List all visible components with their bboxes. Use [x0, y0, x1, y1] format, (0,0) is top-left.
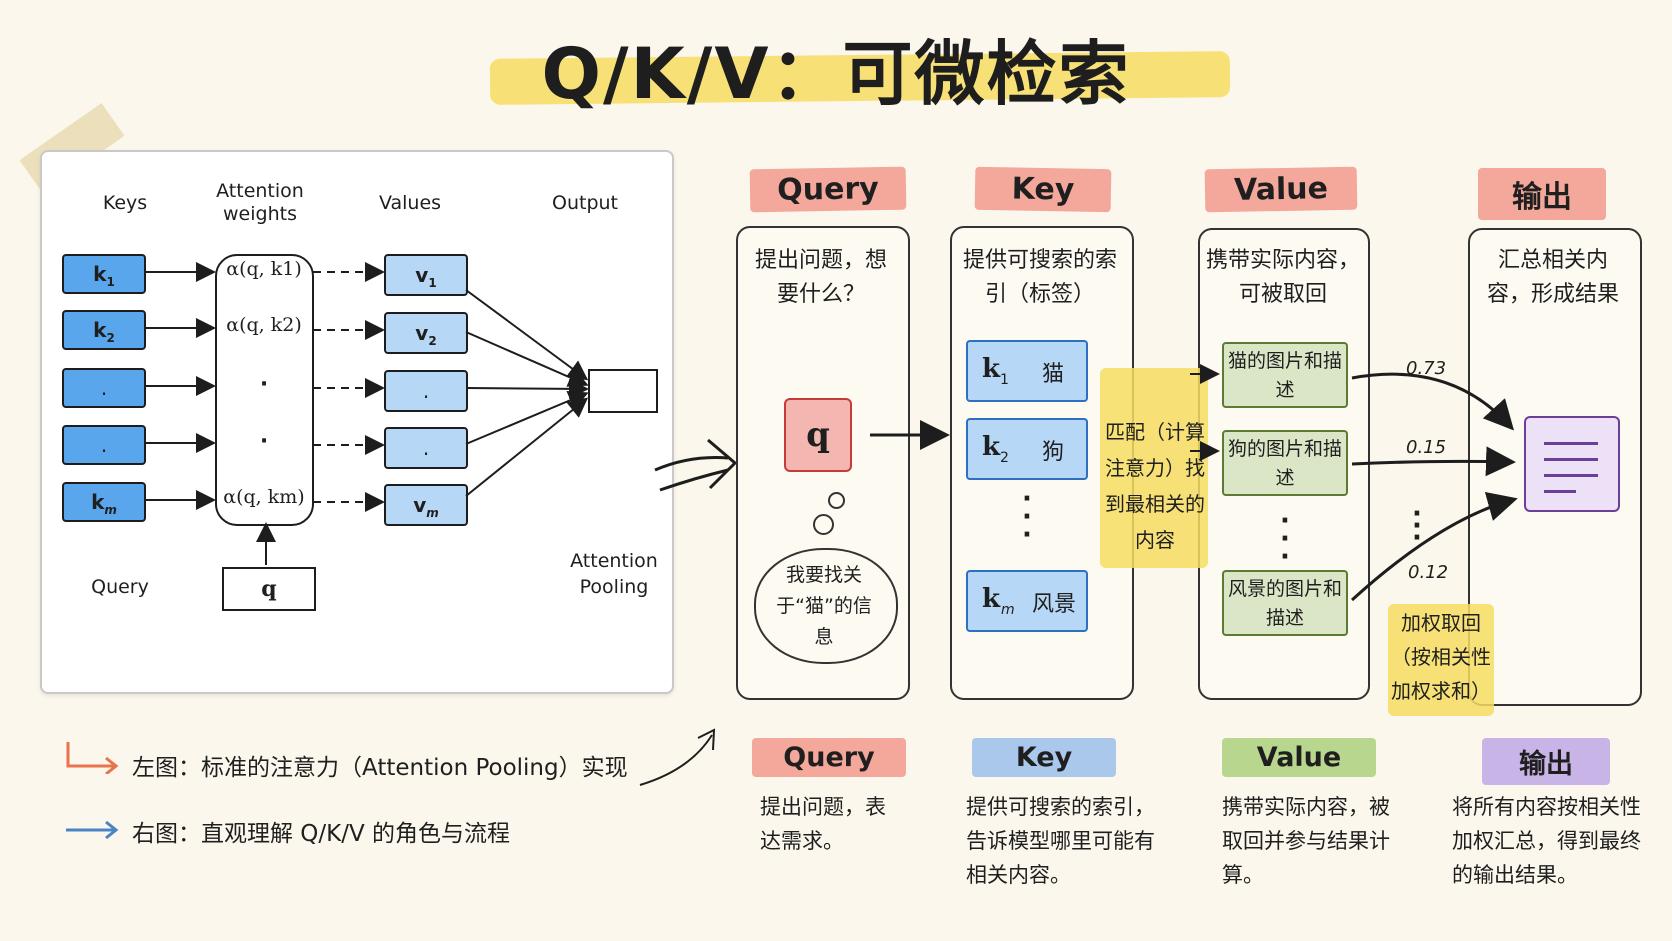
output-desc: 汇总相关内容，形成结果 [1486, 248, 1619, 307]
thought-dot [813, 514, 834, 535]
key-box: k1 [62, 254, 146, 294]
values-header: Values [378, 192, 442, 214]
weight-label: α(q, k1) [226, 258, 302, 280]
attention-pooling-label: Attention Pooling [570, 550, 658, 598]
value-desc: 携带实际内容，可被取回 [1206, 248, 1361, 307]
weight-ellipsis: ··· [1412, 499, 1422, 553]
key-box: . [62, 368, 146, 408]
value-box: v2 [384, 312, 468, 354]
value-item-dog: 狗的图片和描述 [1222, 430, 1348, 496]
weight-dot: · [259, 372, 269, 397]
weight-value: 0.12 [1408, 562, 1449, 583]
orange-arrow-icon [64, 740, 119, 774]
thought-text: 我要找关于“猫”的信息 [776, 564, 872, 648]
output-document-icon [1524, 416, 1620, 512]
bottom-output-tag: 输出 [1482, 738, 1610, 785]
thought-dot [828, 492, 845, 509]
match-highlight [1100, 368, 1208, 568]
title-area: Q/K/V：可微检索 [0, 0, 1672, 120]
key-box: . [62, 425, 146, 465]
output-box [588, 369, 658, 413]
blue-arrow-icon [64, 818, 120, 842]
keys-header: Keys [102, 192, 148, 214]
query-q-box: q [784, 398, 852, 472]
value-box: vm [384, 484, 468, 526]
key-label: 风景 [1032, 592, 1077, 617]
value-box: v1 [384, 254, 468, 296]
attention-pooling-panel [40, 150, 674, 694]
bottom-output-text: 将所有内容按相关性加权汇总，得到最终的输出结果。 [1452, 795, 1641, 887]
match-note: 匹配（计算注意力）找到最相关的内容 [1105, 420, 1205, 552]
key-label: 猫 [1042, 362, 1065, 387]
query-desc: 提出问题，想要什么？ [755, 248, 888, 307]
key-label: 狗 [1042, 440, 1065, 465]
bottom-value-tag: Value [1222, 738, 1376, 777]
weight-label: α(q, k2) [226, 314, 302, 336]
page-title: Q/K/V：可微检索 [541, 33, 1131, 115]
bottom-query-text: 提出问题，表达需求。 [760, 795, 886, 853]
value-box: . [384, 370, 468, 412]
key-box: km [62, 482, 146, 522]
weighted-highlight [1388, 604, 1494, 716]
key-box: k2 [62, 310, 146, 350]
thought-cloud [754, 548, 898, 664]
key-desc: 提供可搜索的索引（标签） [962, 248, 1117, 307]
weight-label: α(q, km) [223, 486, 305, 508]
weight-value: 0.73 [1406, 358, 1447, 379]
legend-left: 左图：标准的注意力（Attention Pooling）实现 [132, 755, 628, 781]
query-label: Query [91, 576, 149, 598]
bottom-key-tag: Key [972, 738, 1116, 777]
value-item-cat: 猫的图片和描述 [1222, 342, 1348, 408]
query-box: q [222, 567, 316, 611]
value-ellipsis: ··· [1280, 506, 1290, 572]
bottom-key-text: 提供可搜索的索引，告诉模型哪里可能有相关内容。 [966, 795, 1155, 887]
legend-right: 右图：直观理解 Q/K/V 的角色与流程 [132, 821, 511, 847]
output-header: Output [552, 192, 618, 214]
attention-weights-header: Attention weights [216, 180, 304, 225]
weighted-note: 加权取回（按相关性加权求和） [1391, 611, 1491, 703]
weight-dot: · [259, 429, 269, 454]
weight-value: 0.15 [1406, 437, 1447, 458]
key-ellipsis: ··· [1022, 484, 1032, 550]
output-tag: 输出 [1478, 168, 1606, 220]
value-box: . [384, 427, 468, 469]
value-item-scenery: 风景的图片和描述 [1222, 570, 1348, 636]
bottom-query-tag: Query [752, 738, 906, 777]
bottom-value-text: 携带实际内容，被取回并参与结果计算。 [1222, 795, 1390, 887]
